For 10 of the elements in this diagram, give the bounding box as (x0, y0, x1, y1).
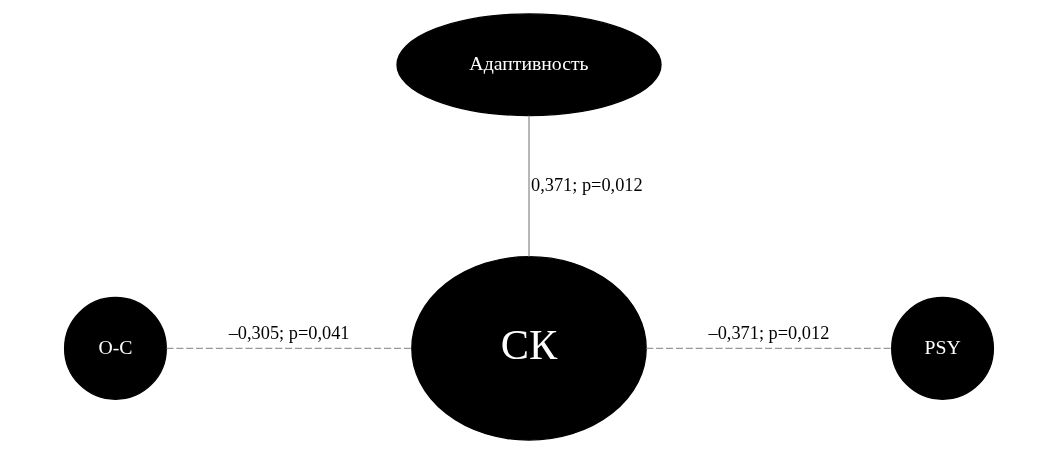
node-circle: PSY (891, 296, 995, 400)
node-ellipse: СК (411, 255, 647, 441)
connector (165, 347, 413, 350)
node-ellipse: Адаптивность (396, 13, 662, 117)
connector (528, 114, 530, 258)
edge-label: –0,371; p=0,012 (708, 323, 830, 344)
connector (645, 347, 893, 350)
edge-label: 0,371; p=0,012 (531, 174, 643, 195)
edge-label: –0,305; p=0,041 (228, 323, 350, 344)
node-circle: О-С (63, 296, 167, 400)
